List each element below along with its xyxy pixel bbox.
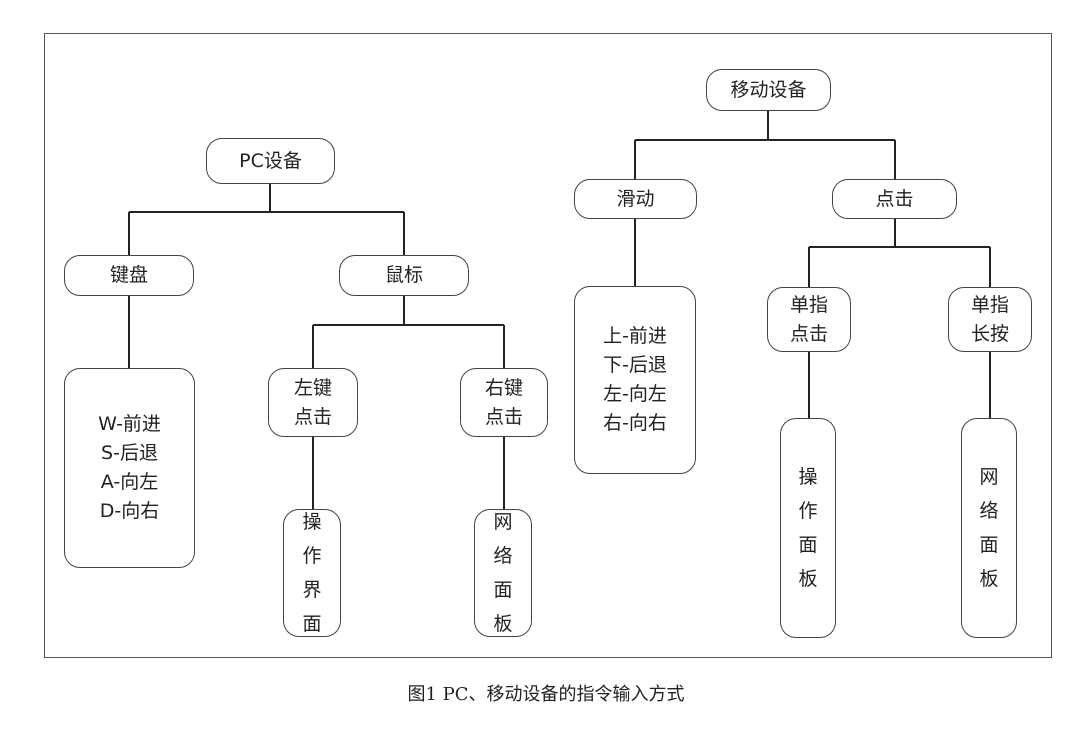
- node-left-click-action: 操 作 界 面: [283, 509, 341, 637]
- connector-mouse: [312, 296, 505, 368]
- node-mobile-device-label: 移动设备: [730, 78, 807, 101]
- connector-tap: [808, 219, 991, 287]
- node-mouse: 鼠标: [339, 255, 469, 296]
- node-keyboard-keys-label: W-前进 S-后退 A-向左 D-向右: [98, 413, 161, 522]
- node-single-tap-label: 单指 点击: [789, 293, 828, 345]
- node-long-press-action: 网 络 面 板: [961, 418, 1017, 638]
- node-long-press-label: 单指 长按: [970, 293, 1009, 345]
- node-single-tap-action: 操 作 面 板: [780, 418, 836, 638]
- node-keyboard: 键盘: [64, 255, 194, 296]
- diagram-frame: [44, 33, 1052, 658]
- node-right-click-action-label: 网 络 面 板: [493, 511, 513, 635]
- node-single-tap: 单指 点击: [767, 287, 851, 352]
- node-swipe-directions-label: 上-前进 下-后退 左-向左 右-向右: [603, 325, 667, 434]
- node-tap-label: 点击: [875, 187, 914, 210]
- node-right-click-label: 右键 点击: [484, 376, 523, 428]
- node-long-press-action-label: 网 络 面 板: [979, 466, 999, 590]
- node-mobile-device: 移动设备: [706, 69, 831, 111]
- node-keyboard-keys: W-前进 S-后退 A-向左 D-向右: [64, 368, 195, 568]
- figure-caption: 图1 PC、移动设备的指令输入方式: [407, 684, 685, 705]
- connector-pc-root: [128, 184, 405, 255]
- node-long-press: 单指 长按: [948, 287, 1032, 352]
- node-swipe-directions: 上-前进 下-后退 左-向左 右-向右: [574, 286, 696, 474]
- node-left-click-label: 左键 点击: [293, 376, 332, 428]
- node-swipe: 滑动: [574, 179, 697, 219]
- node-right-click-action: 网 络 面 板: [474, 509, 532, 637]
- node-pc-device-label: PC设备: [239, 149, 302, 172]
- node-left-click: 左键 点击: [268, 368, 358, 437]
- node-right-click: 右键 点击: [460, 368, 548, 437]
- node-keyboard-label: 键盘: [109, 264, 148, 286]
- node-tap: 点击: [832, 179, 957, 219]
- node-left-click-action-label: 操 作 界 面: [302, 511, 322, 635]
- node-single-tap-action-label: 操 作 面 板: [798, 466, 818, 590]
- node-pc-device: PC设备: [206, 138, 335, 184]
- connector-mobile-root: [634, 111, 896, 179]
- node-mouse-label: 鼠标: [384, 264, 423, 286]
- node-swipe-label: 滑动: [616, 187, 655, 210]
